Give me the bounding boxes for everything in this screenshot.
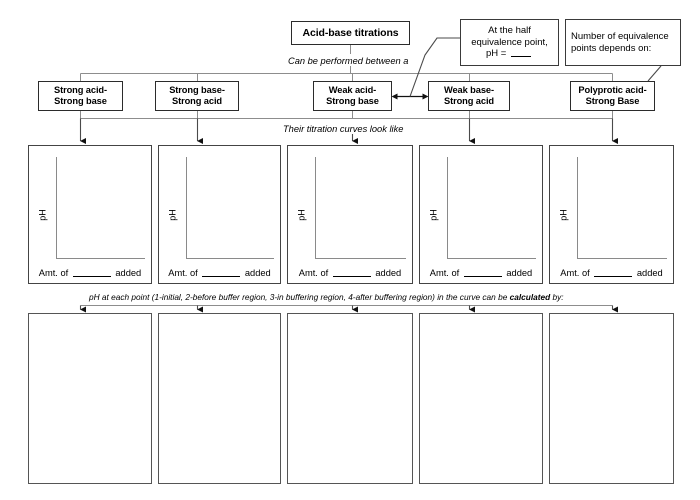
caption-can-be-performed-between: Can be performed between a: [285, 56, 412, 66]
half-eq-blank[interactable]: [510, 56, 531, 58]
note-num-eq-line1: Number of equivalence: [571, 30, 669, 42]
x-axis-line: [56, 258, 145, 259]
category-1-line2: Strong acid: [171, 96, 223, 106]
category-4-line1: Polyprotic acid-: [578, 84, 647, 95]
category-3-line1: Weak base-: [443, 84, 494, 95]
note-half-eq-line2: equivalence point,: [471, 36, 548, 48]
y-axis-label: pH: [428, 208, 439, 221]
x-axis-line: [577, 258, 667, 259]
category-3-line2: Strong acid: [443, 96, 495, 106]
titration-curve-panel[interactable]: pH Amt. of added: [28, 145, 152, 284]
answer-box[interactable]: [419, 313, 543, 484]
x-axis-label-pre: Amt. of: [560, 267, 593, 278]
note-half-eq-line1: At the half: [488, 25, 531, 37]
x-axis-label-post: added: [242, 267, 271, 278]
x-axis-line: [315, 258, 406, 259]
page-title: Acid-base titrations: [291, 21, 410, 45]
titration-curve-panel[interactable]: pH Amt. of added: [287, 145, 413, 284]
y-axis-label: pH: [167, 208, 178, 221]
category-4-line2: Strong Base: [585, 96, 640, 106]
category-0-line1: Strong acid-: [53, 84, 108, 95]
caption-calculated-bold: calculated: [509, 292, 551, 302]
category-2-line1: Weak acid-: [328, 84, 377, 95]
category-box-polyprotic-acid-strong-base: Polyprotic acid- Strong Base: [570, 81, 655, 111]
note-num-eq-line2: points depends on:: [571, 42, 652, 54]
titration-curve-panel[interactable]: pH Amt. of added: [549, 145, 674, 284]
answer-box[interactable]: [287, 313, 413, 484]
x-axis-label-post: added: [503, 267, 533, 278]
category-0-line2: Strong base: [54, 96, 107, 106]
x-axis-blank[interactable]: [594, 275, 633, 277]
x-axis-label: Amt. of added: [550, 268, 673, 279]
x-axis-label-post: added: [372, 267, 402, 278]
x-axis-line: [447, 258, 536, 259]
caption-ph-at-each-point: pH at each point (1-initial, 2-before bu…: [86, 292, 567, 302]
x-axis-label: Amt. of added: [288, 268, 412, 279]
x-axis-blank[interactable]: [463, 275, 502, 277]
x-axis-label-post: added: [112, 267, 142, 278]
y-axis-label: pH: [37, 208, 48, 221]
y-axis-line: [447, 157, 448, 259]
y-axis-label: pH: [296, 208, 307, 221]
titration-curve-panel[interactable]: pH Amt. of added: [158, 145, 281, 284]
category-box-weak-base-strong-acid: Weak base- Strong acid: [428, 81, 510, 111]
y-axis-line: [315, 157, 316, 259]
answer-box[interactable]: [28, 313, 152, 484]
caption-calculated-pre: pH at each point (1-initial, 2-before bu…: [89, 292, 510, 302]
x-axis-blank[interactable]: [332, 275, 371, 277]
x-axis-label-pre: Amt. of: [429, 267, 462, 278]
category-1-line1: Strong base-: [169, 84, 225, 95]
x-axis-blank[interactable]: [72, 275, 111, 277]
category-box-strong-base-strong-acid: Strong base- Strong acid: [155, 81, 239, 111]
x-axis-blank[interactable]: [202, 275, 241, 277]
caption-their-titration-curves-look-like: Their titration curves look like: [280, 124, 407, 134]
category-box-weak-acid-strong-base: Weak acid- Strong base: [313, 81, 392, 111]
answer-box[interactable]: [158, 313, 281, 484]
x-axis-label-post: added: [634, 267, 663, 278]
y-axis-line: [577, 157, 578, 259]
titration-curve-panel[interactable]: pH Amt. of added: [419, 145, 543, 284]
x-axis-label: Amt. of added: [420, 268, 542, 279]
x-axis-label: Amt. of added: [29, 268, 151, 279]
note-half-eq-line3: pH =: [486, 48, 509, 60]
x-axis-label-pre: Amt. of: [168, 267, 201, 278]
category-box-strong-acid-strong-base: Strong acid- Strong base: [38, 81, 123, 111]
x-axis-label: Amt. of added: [159, 268, 280, 279]
x-axis-label-pre: Amt. of: [38, 267, 71, 278]
answer-box[interactable]: [549, 313, 674, 484]
category-2-line2: Strong base: [326, 96, 379, 106]
y-axis-line: [186, 157, 187, 259]
note-number-of-equivalence-points: Number of equivalence points depends on:: [565, 19, 681, 66]
y-axis-label: pH: [558, 208, 569, 221]
x-axis-label-pre: Amt. of: [298, 267, 331, 278]
note-half-equivalence-point: At the half equivalence point, pH =: [460, 19, 559, 66]
x-axis-line: [186, 258, 274, 259]
y-axis-line: [56, 157, 57, 259]
caption-calculated-post: by:: [550, 292, 564, 302]
